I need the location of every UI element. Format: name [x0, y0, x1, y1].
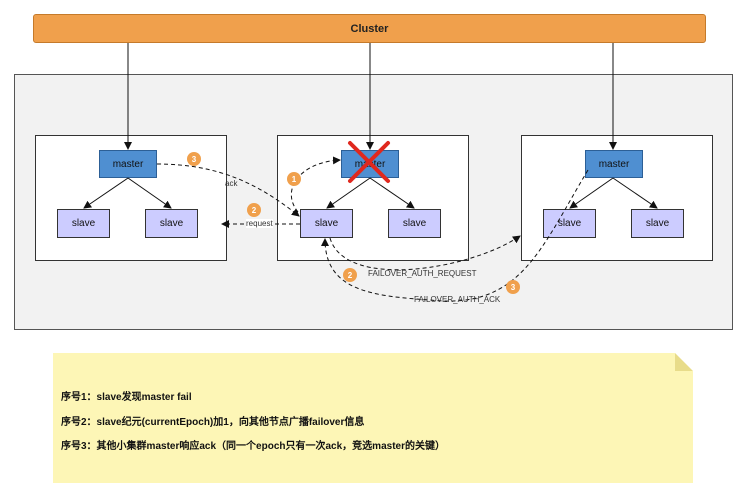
g1-master-to-slave-1	[83, 177, 129, 209]
group-1-master: master	[99, 150, 157, 178]
group-3-slave-2-label: slave	[645, 218, 670, 229]
group-1-slave-1: slave	[57, 209, 110, 238]
group-3-slave-1: slave	[543, 209, 596, 238]
group-1-slave-1-label: slave	[71, 218, 96, 229]
auth-ack-arrow	[321, 169, 589, 302]
step-badge-3-ack: 3	[187, 152, 201, 166]
auth-request-arrow	[329, 235, 521, 271]
group-3-master: master	[585, 150, 643, 178]
cluster-label: Cluster	[350, 22, 389, 35]
fail-mark-icon	[348, 141, 390, 183]
step-badge-2-auth-request: 2	[343, 268, 357, 282]
note-line-2: 序号2：slave纪元(currentEpoch)加1，向其他节点广播failo…	[61, 417, 365, 428]
auth-ack-label: FAILOVER_AUTH_ACK	[414, 295, 501, 304]
note-line-3: 序号3：其他小集群master响应ack（同一个epoch只有一次ack，竞选m…	[61, 441, 445, 452]
group-2-slave-2: slave	[388, 209, 441, 238]
g3-master-to-slave-1	[569, 177, 614, 209]
auth-request-label: FAILOVER_AUTH_REQUEST	[368, 269, 477, 278]
note-fold	[675, 353, 693, 371]
group-3-master-label: master	[598, 158, 630, 170]
group-1-slave-2-label: slave	[159, 218, 184, 229]
group-3-slave-2: slave	[631, 209, 684, 238]
note-line-1: 序号1：slave发现master fail	[61, 392, 192, 403]
group-1-master-label: master	[112, 158, 144, 170]
g2-master-to-slave-2	[369, 177, 415, 209]
legend-note: 序号1：slave发现master fail 序号2：slave纪元(curre…	[53, 353, 693, 483]
g3-master-to-slave-2	[612, 177, 658, 209]
group-2-slave-1: slave	[300, 209, 353, 238]
group-1-slave-2: slave	[145, 209, 198, 238]
g1-master-to-slave-2	[127, 177, 172, 209]
cluster-bar: Cluster	[33, 14, 706, 43]
ack-label: ack	[225, 179, 238, 188]
ack-arrow	[156, 163, 300, 217]
group-2-slave-1-label: slave	[314, 218, 339, 229]
group-3-slave-1-label: slave	[557, 218, 582, 229]
group-2-slave-2-label: slave	[402, 218, 427, 229]
g2-master-to-slave-1	[326, 177, 371, 209]
step-badge-2-request: 2	[247, 203, 261, 217]
step-badge-3-auth-ack: 3	[506, 280, 520, 294]
request-label: request	[246, 219, 273, 228]
step-badge-1-detect: 1	[287, 172, 301, 186]
